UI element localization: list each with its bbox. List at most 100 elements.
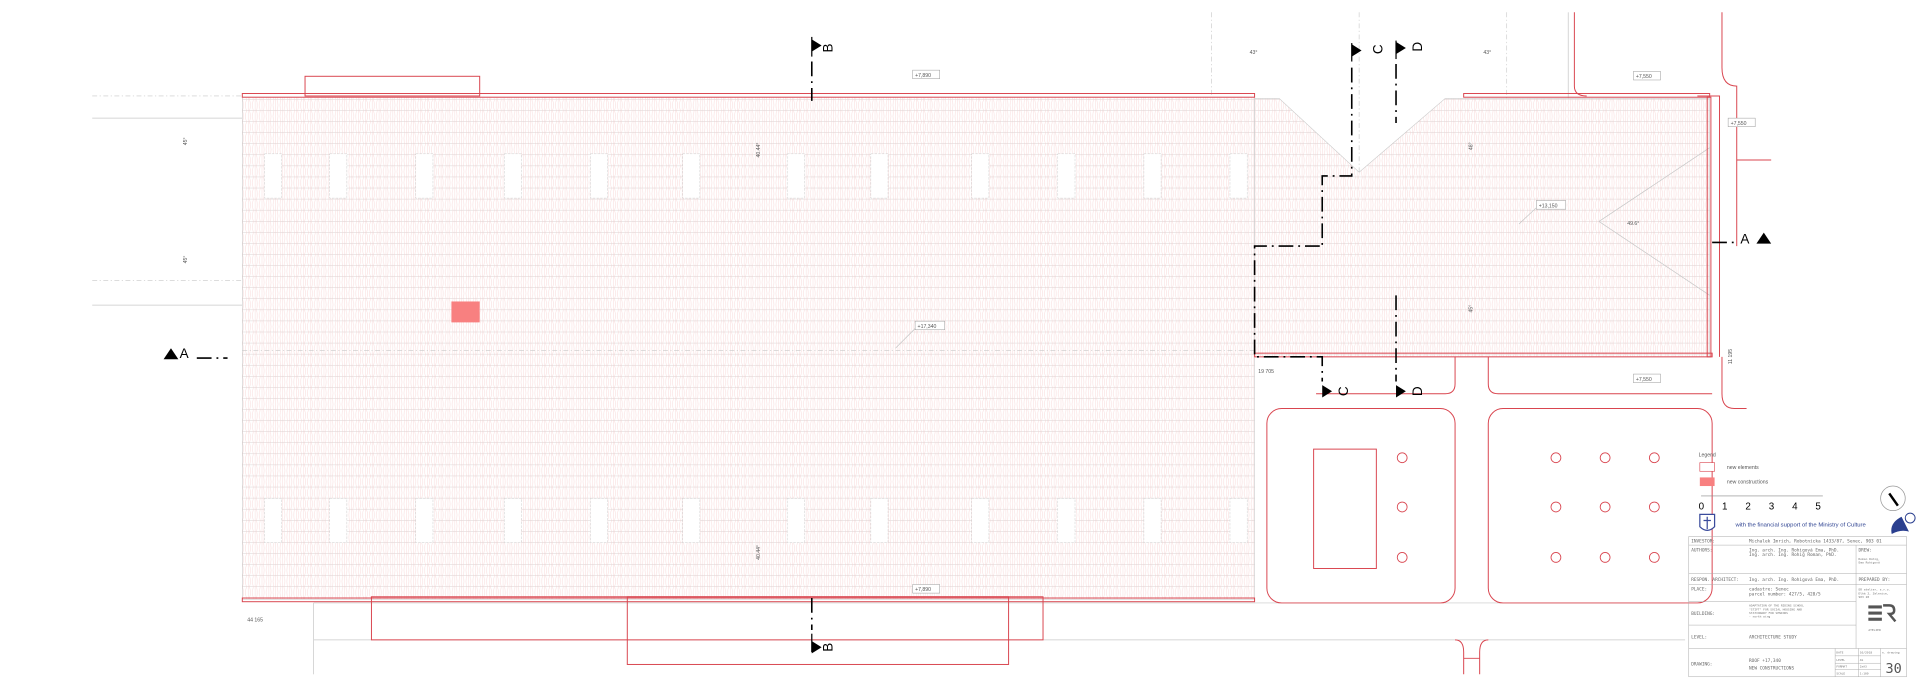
svg-text:DREW:: DREW: xyxy=(1859,547,1872,553)
new-construction-block xyxy=(451,301,480,323)
dormer-window xyxy=(504,498,522,543)
legend-swatch-new-constructions xyxy=(1699,477,1715,487)
support-text: with the financial support of the Minist… xyxy=(1735,523,1867,529)
section-a-left: A xyxy=(163,346,228,361)
title-block: INVESTOR: Michalek Imrich, Robotnícka 14… xyxy=(1688,536,1907,677)
angle-label: 49.6° xyxy=(1627,221,1639,227)
svg-text:INVESTOR:: INVESTOR: xyxy=(1691,539,1715,545)
dormer-window xyxy=(590,153,608,199)
svg-text:ATELIER: ATELIER xyxy=(1868,628,1881,632)
dormer-window xyxy=(1057,498,1076,543)
svg-text:ROOF +17,340: ROOF +17,340 xyxy=(1749,658,1781,664)
dormer-window xyxy=(1143,153,1162,199)
svg-text:C: C xyxy=(1336,386,1351,396)
svg-text:BUILDING:: BUILDING: xyxy=(1691,611,1715,617)
angle-label: 40.44° xyxy=(756,545,762,560)
section-b-bottom: B xyxy=(810,598,836,654)
dormer-window xyxy=(870,153,889,199)
ministry-logo xyxy=(1891,512,1916,535)
svg-text:AUTHORS:: AUTHORS: xyxy=(1691,547,1712,553)
elevation-label: +13,150 xyxy=(1539,203,1558,209)
elevation-label: +7,550 xyxy=(1636,74,1652,80)
svg-text:Michalek Imrich, Robotnícka 14: Michalek Imrich, Robotnícka 1433/87, Sen… xyxy=(1749,538,1882,545)
svg-text:3: 3 xyxy=(1769,501,1775,512)
column xyxy=(1396,501,1408,513)
svg-text:D: D xyxy=(1410,42,1425,52)
column xyxy=(1550,501,1562,513)
length-label: 11 195 xyxy=(1728,349,1734,365)
svg-text:cadastre: Senec: cadastre: Senec xyxy=(1749,587,1789,593)
section-b-top: B xyxy=(810,36,836,101)
svg-text:Dlhá 2, Zelenice,: Dlhá 2, Zelenice, xyxy=(1859,591,1889,595)
dormer-window xyxy=(971,153,990,199)
elevation-label: +7,550 xyxy=(1636,377,1652,383)
svg-text:PREPARED BY:: PREPARED BY: xyxy=(1859,577,1891,583)
column xyxy=(1396,552,1408,563)
angle-label: 43° xyxy=(1483,50,1491,56)
dormer-window xyxy=(682,498,701,543)
dormer-window xyxy=(329,153,348,199)
angle-label: 45° xyxy=(183,137,189,145)
length-label: 44 165 xyxy=(247,617,263,623)
slovak-coat-of-arms-logo xyxy=(1699,513,1716,531)
dormer-window xyxy=(329,498,348,543)
dormer-window xyxy=(786,153,805,199)
eave-gutters xyxy=(241,12,1772,603)
column xyxy=(1599,552,1611,563)
dormer-window xyxy=(415,153,434,199)
svg-text:5: 5 xyxy=(1815,501,1821,512)
svg-text:"STIFT" FOR SOCIAL HOUSING AND: "STIFT" FOR SOCIAL HOUSING AND xyxy=(1749,607,1802,611)
dormer-window xyxy=(1143,498,1162,543)
dormer-window xyxy=(504,153,522,199)
svg-text:903 28: 903 28 xyxy=(1859,595,1870,599)
svg-text:AS: AS xyxy=(1860,658,1864,662)
legend-title: Legend xyxy=(1699,453,1716,459)
dormer-window xyxy=(1229,498,1248,543)
section-d: D D xyxy=(1395,40,1425,398)
column xyxy=(1648,501,1660,513)
svg-text:Ema Rohigová: Ema Rohigová xyxy=(1859,561,1880,565)
dormer-windows xyxy=(264,153,1248,543)
elevation-label: +7,890 xyxy=(915,73,931,79)
svg-text:n. drawing: n. drawing xyxy=(1882,650,1900,654)
dimension-labels: 45° 45° 40.44° 40.44° +7,890 +7,890 +17,… xyxy=(183,50,1756,623)
svg-text:C: C xyxy=(1371,44,1386,54)
legend-swatch-new-elements xyxy=(1699,462,1715,472)
dormer-window xyxy=(682,153,701,199)
elevation-label: +17,340 xyxy=(918,324,937,330)
svg-text:Roman Rohig,: Roman Rohig, xyxy=(1859,557,1880,561)
legend-label: new elements xyxy=(1727,465,1759,471)
svg-text:4: 4 xyxy=(1792,501,1798,512)
svg-text:DRAWING:: DRAWING: xyxy=(1691,662,1712,668)
svg-text:DATE: DATE xyxy=(1836,650,1843,654)
dormer-window xyxy=(264,153,282,199)
dormer-window xyxy=(590,498,608,543)
svg-text:B: B xyxy=(821,43,836,52)
svg-text:10/2018: 10/2018 xyxy=(1860,650,1873,654)
dormer-window xyxy=(415,498,434,543)
main-roof xyxy=(241,96,1255,600)
columns xyxy=(1396,452,1660,563)
column xyxy=(1648,452,1660,464)
north-arrow-icon xyxy=(1880,485,1906,512)
legend: Legend new elements new constructions xyxy=(1699,453,1769,487)
elevation-label: +7,890 xyxy=(915,587,931,593)
svg-text:Ing. arch. Ing. Rohigová Ema,: Ing. arch. Ing. Rohigová Ema, PhD. xyxy=(1749,576,1839,583)
dormer-window xyxy=(264,498,282,543)
legend-label: new constructions xyxy=(1727,480,1769,486)
angle-label: 48° xyxy=(1468,142,1474,150)
svg-text:1: 1 xyxy=(1722,501,1727,512)
er-atelier-logo: ATELIER xyxy=(1868,604,1897,632)
svg-text:LEVEL: LEVEL xyxy=(1836,658,1845,662)
dormer-window xyxy=(971,498,990,543)
svg-text:ER atelier, s.r.o.: ER atelier, s.r.o. xyxy=(1859,588,1891,592)
svg-text:A: A xyxy=(180,346,189,361)
column xyxy=(1550,552,1562,563)
svg-text:Ing. arch. Ing. Rohigová Ema,: Ing. arch. Ing. Rohigová Ema, PhD. xyxy=(1749,546,1839,553)
angle-label: 45° xyxy=(1468,305,1474,313)
svg-text:ADAPTATION OF THE RIDING SCHOO: ADAPTATION OF THE RIDING SCHOOL xyxy=(1749,604,1804,608)
svg-text:B: B xyxy=(821,643,836,652)
column xyxy=(1648,552,1660,563)
svg-text:ARCHITECTURE STUDY: ARCHITECTURE STUDY xyxy=(1749,635,1797,641)
